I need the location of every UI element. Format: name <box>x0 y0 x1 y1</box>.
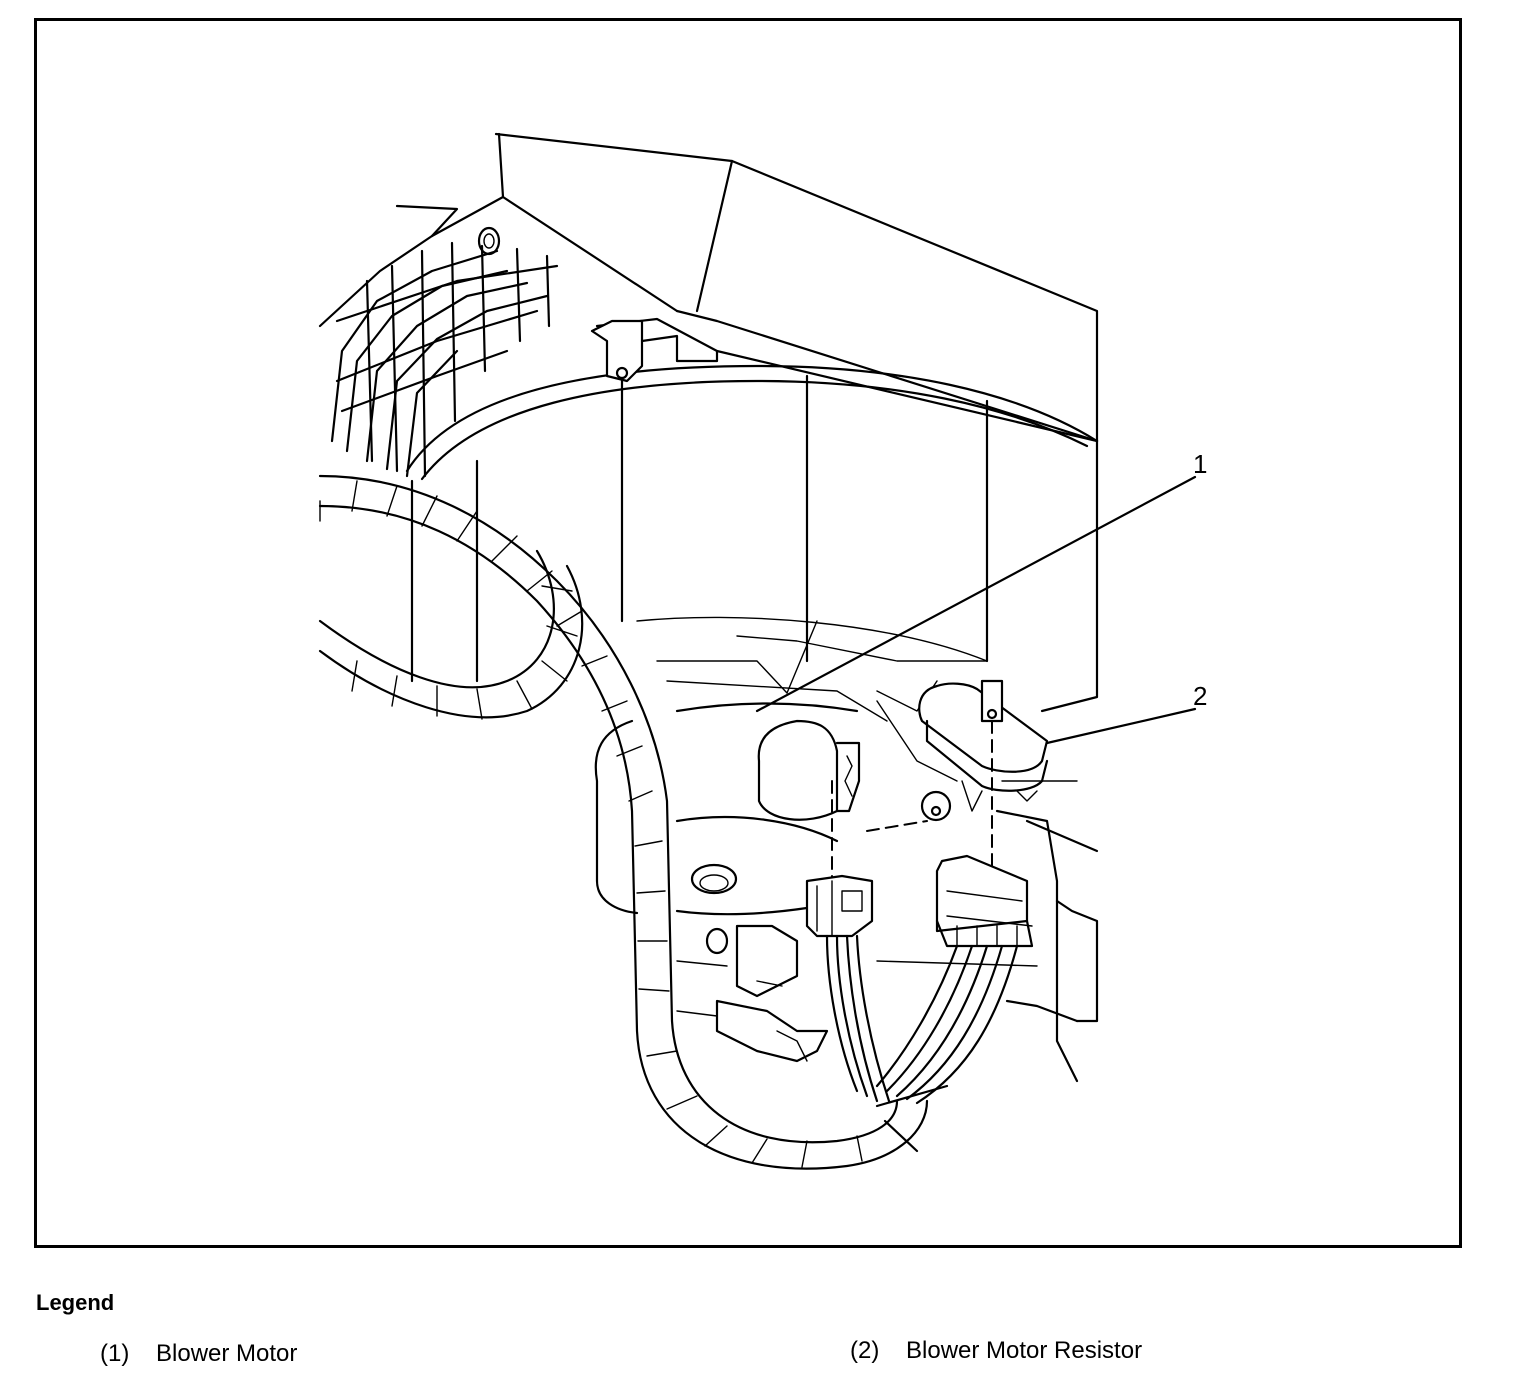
motor-connector <box>805 874 891 1103</box>
lower-bracket <box>676 924 1038 1063</box>
right-side-panel <box>995 780 1099 1083</box>
callout-1: 1 <box>1193 449 1208 479</box>
legend-title: Legend <box>36 1290 115 1315</box>
leader-line-1 <box>755 475 1197 713</box>
blower-motor <box>594 700 958 916</box>
wire-harness-conduit <box>318 474 929 1170</box>
blower-motor-resistor <box>918 679 1049 812</box>
leader-line-2 <box>1045 707 1197 745</box>
hvac-housing <box>318 132 1099 713</box>
legend-item-blower-motor-resistor: (2) Blower Motor Resistor <box>850 1337 1142 1365</box>
legend-item-label: Blower Motor <box>156 1340 298 1367</box>
inlet-grille <box>330 241 559 478</box>
blower-motor-illustration <box>318 132 1197 1170</box>
legend-item-number: (1) <box>100 1340 130 1367</box>
callout-2: 2 <box>1193 681 1208 711</box>
legend-item-label: Blower Motor Resistor <box>906 1337 1143 1364</box>
harness-clip <box>875 1084 949 1153</box>
diagram-frame: 1 2 <box>34 18 1462 1248</box>
legend-item-number: (2) <box>850 1337 880 1364</box>
mounting-tabs <box>590 319 719 383</box>
blower-opening <box>405 364 1099 722</box>
legend-item-blower-motor: (1) Blower Motor <box>100 1340 297 1368</box>
alignment-lines <box>831 720 993 892</box>
resistor-connector <box>875 854 1034 1105</box>
